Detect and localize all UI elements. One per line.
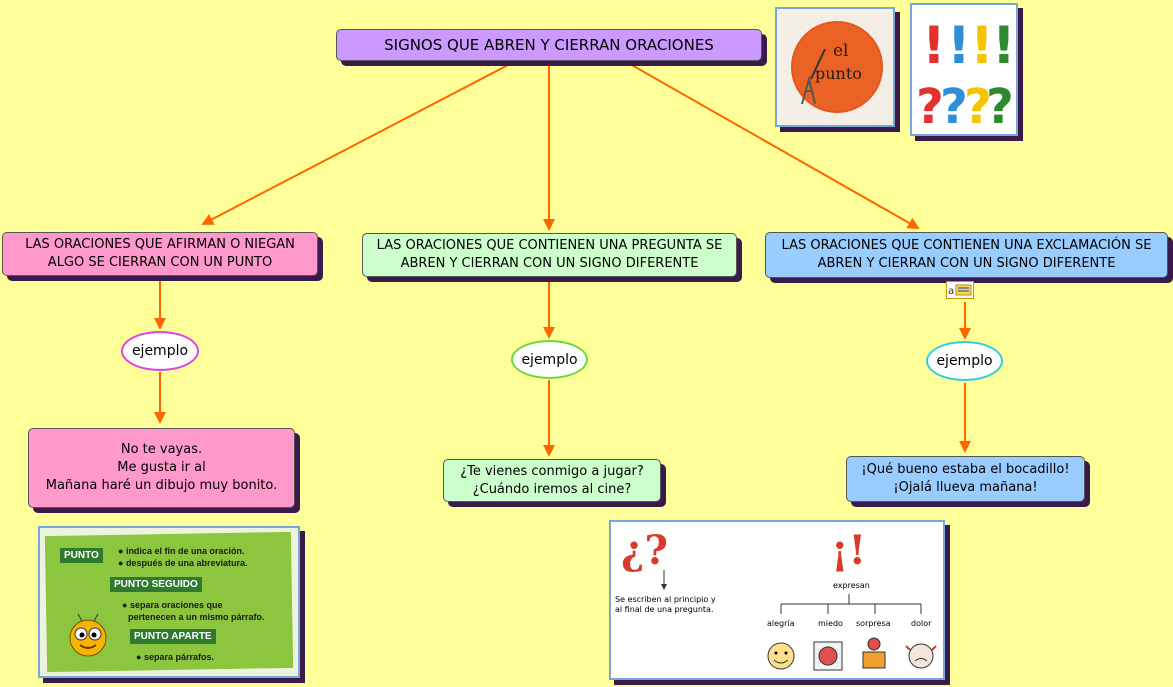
emotion-alegria: alegría [767, 619, 795, 628]
concept-affirm[interactable]: LAS ORACIONES QUE AFIRMAN O NIEGAN ALGO … [2, 232, 318, 276]
example-affirm[interactable]: No te vayas. Me gusta ir al Mañana haré … [28, 428, 295, 508]
book-title-line2: punto [815, 64, 862, 83]
signs-expresan: expresan [833, 581, 870, 590]
seguido-item-2: pertenecen a un mismo párrafo. [128, 612, 265, 622]
link-title-exclaim [629, 63, 920, 229]
signs-usage-image: ¿? Se escriben al principio y al final d… [609, 520, 945, 680]
emotion-dolor: dolor [911, 619, 932, 628]
alegria-face-icon [767, 642, 795, 670]
example-exclaim-line-1: ¡Qué bueno estaba el bocadillo! [861, 462, 1070, 477]
signs-caption-line-2: al final de una pregunta. [615, 605, 714, 614]
ejemplo-exclaim[interactable]: ejemplo [926, 341, 1003, 381]
example-question-line-1: ¿Te vienes conmigo a jugar? [460, 463, 644, 479]
concept-question[interactable]: LAS ORACIONES QUE CONTIENEN UNA PREGUNTA… [362, 233, 737, 277]
example-exclaim-line-2: ¡Ojalá llueva mañana! [893, 480, 1038, 495]
svg-text:¡!: ¡! [831, 527, 866, 574]
book-cover-image: el punto [775, 7, 895, 127]
svg-text:¿?: ¿? [621, 527, 668, 574]
svg-text:a: a [948, 286, 954, 297]
resource-attachment-icon[interactable]: a [946, 281, 974, 299]
book-title-line1: el [833, 41, 849, 61]
svg-text:?: ? [916, 79, 944, 134]
punctuation-marks-image: ! ! ! ! ? ? ? ? [910, 3, 1018, 136]
emotion-sorpresa: sorpresa [856, 619, 891, 628]
dolor-face-icon [905, 643, 937, 669]
svg-text:?: ? [986, 79, 1014, 134]
example-affirm-line-3: Mañana haré un dibujo muy bonito. [45, 478, 278, 493]
svg-text:!: ! [992, 16, 1016, 76]
signs-caption-line-1: Se escriben al principio y [615, 595, 716, 604]
svg-text:!: ! [970, 16, 994, 76]
emotion-miedo: miedo [818, 619, 843, 628]
example-question[interactable]: ¿Te vienes conmigo a jugar? ¿Cuándo irem… [443, 459, 661, 502]
punto-label: PUNTO [60, 548, 103, 563]
svg-text:!: ! [922, 16, 946, 76]
ejemplo-question[interactable]: ejemplo [511, 340, 588, 379]
svg-text:?: ? [964, 79, 992, 134]
ejemplo-affirm[interactable]: ejemplo [121, 331, 199, 371]
example-exclaim[interactable]: ¡Qué bueno estaba el bocadillo! ¡Ojalá l… [846, 456, 1085, 502]
punto-seguido-label: PUNTO SEGUIDO [110, 577, 202, 592]
svg-text:!: ! [947, 16, 971, 76]
sorpresa-face-icon [862, 637, 886, 669]
example-question-line-2: ¿Cuándo iremos al cine? [472, 481, 632, 497]
map-title[interactable]: SIGNOS QUE ABREN Y CIERRAN ORACIONES [336, 29, 762, 61]
example-affirm-line-1: No te vayas. [120, 442, 203, 457]
punto-aparte-label: PUNTO APARTE [130, 629, 216, 644]
example-affirm-line-2: Me gusta ir al [117, 460, 206, 475]
bee-mascot-icon [69, 613, 107, 657]
seguido-item-1: ● separa oraciones que [122, 600, 223, 610]
concept-exclaim[interactable]: LAS ORACIONES QUE CONTIENEN UNA EXCLAMAC… [765, 232, 1168, 278]
aparte-item-1: ● separa párrafos. [136, 652, 214, 662]
miedo-face-icon [813, 641, 843, 671]
svg-text:?: ? [940, 79, 968, 134]
punto-item-2: ● después de una abreviatura. [118, 558, 248, 568]
punto-item-1: ● indica el fin de una oración. [118, 546, 245, 556]
link-title-affirm [201, 63, 511, 225]
punto-types-image: PUNTO ● indica el fin de una oración. ● … [38, 526, 300, 678]
